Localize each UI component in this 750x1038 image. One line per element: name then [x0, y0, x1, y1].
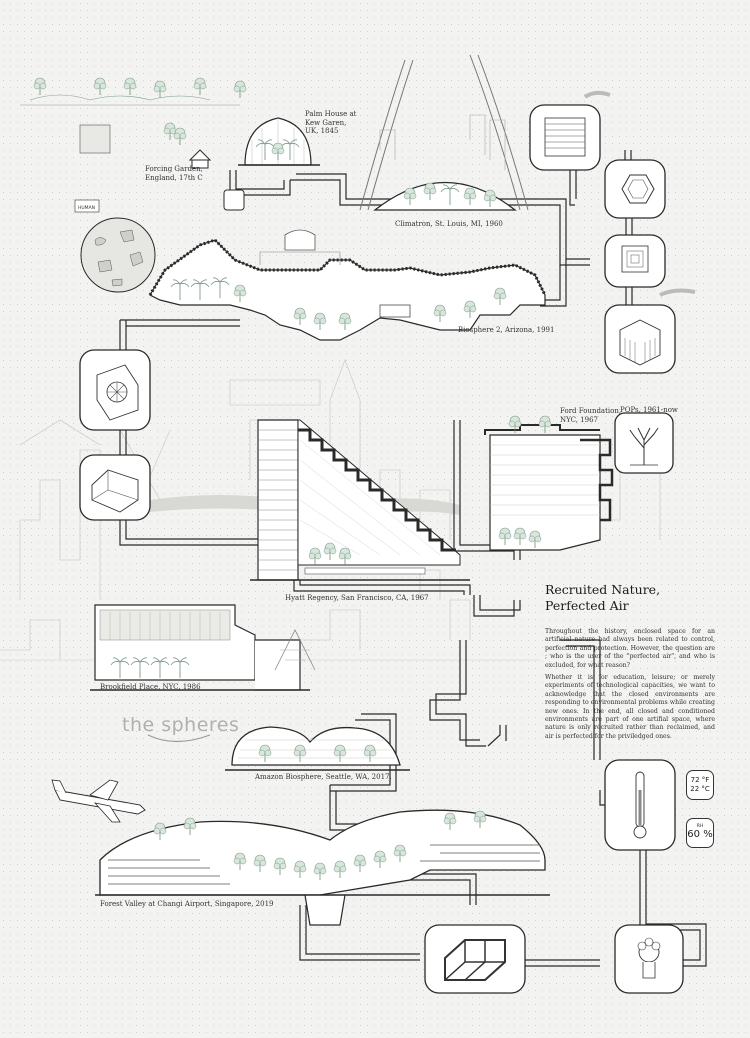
humidity-value: 60 %: [687, 829, 713, 840]
caption-forcing-garden: Forcing Garden, England, 17th C: [145, 165, 203, 182]
hyatt-regency-section: [250, 419, 470, 581]
humidity-badge: RH 60 %: [686, 818, 714, 848]
hex-filter-icon[interactable]: [604, 159, 666, 219]
caption-hyatt: Hyatt Regency, San Francisco, CA, 1967: [285, 594, 429, 602]
airplane-icon: [51, 779, 146, 823]
intro-paragraph-1: Throughout the history, enclosed space f…: [545, 628, 715, 669]
ford-foundation-section: [484, 415, 614, 551]
palm-house-dome: [238, 117, 320, 166]
amazon-spheres-section: [147, 726, 410, 771]
climatron-arch: [359, 54, 529, 211]
ship-sketch: [79, 124, 111, 154]
tudor-garden-illustration: [20, 77, 247, 154]
caption-ford-foundation: Ford Foundation, NYC, 1967: [560, 407, 622, 424]
caption-palm-house: Palm House at Kew Garen, UK, 1845: [305, 110, 357, 135]
biosphere-2-section: [148, 229, 547, 341]
intro-paragraph-2: Whether it is for education, leisure; or…: [545, 674, 715, 740]
air-handler-icon[interactable]: [79, 454, 151, 521]
temperature-badge: 72 °F 22 °C: [686, 770, 714, 800]
humidity-label: RH: [696, 824, 704, 829]
brookfield-place-section: [90, 604, 316, 691]
caption-pops: POPs, 1961-now: [620, 406, 678, 414]
thermometer-icon[interactable]: [604, 759, 676, 851]
ac-unit-icon[interactable]: [604, 288, 696, 374]
the-spheres-logo: the spheres: [122, 714, 240, 736]
forcing-garden-structure: [188, 149, 245, 211]
caption-changi: Forest Valley at Changi Airport, Singapo…: [100, 900, 274, 908]
temperature-celsius: 22 °C: [690, 784, 710, 793]
human-flag-label: HUMAN: [78, 205, 95, 211]
pops-icon[interactable]: [614, 412, 674, 474]
air-duct-icon[interactable]: [604, 234, 666, 288]
server-rack-icon[interactable]: [529, 90, 611, 171]
sprinkler-icon[interactable]: [614, 924, 684, 994]
temperature-fahrenheit: 72 °F: [690, 776, 710, 784]
pipe-frame-icon[interactable]: [424, 924, 526, 994]
moon-icon: [74, 199, 156, 293]
caption-amazon: Amazon Biosphere, Seattle, WA, 2017.: [255, 773, 392, 781]
changi-forest-valley-section: [95, 809, 550, 926]
caption-biosphere: Biosphere 2, Arizona, 1991: [458, 326, 555, 334]
fan-icon[interactable]: [79, 349, 151, 431]
caption-climatron: Climatron, St. Louis, MI, 1960: [395, 220, 503, 228]
caption-brookfield: Brookfield Place, NYC, 1986: [100, 683, 201, 691]
page-title: Recruited Nature, Perfected Air: [545, 582, 661, 613]
